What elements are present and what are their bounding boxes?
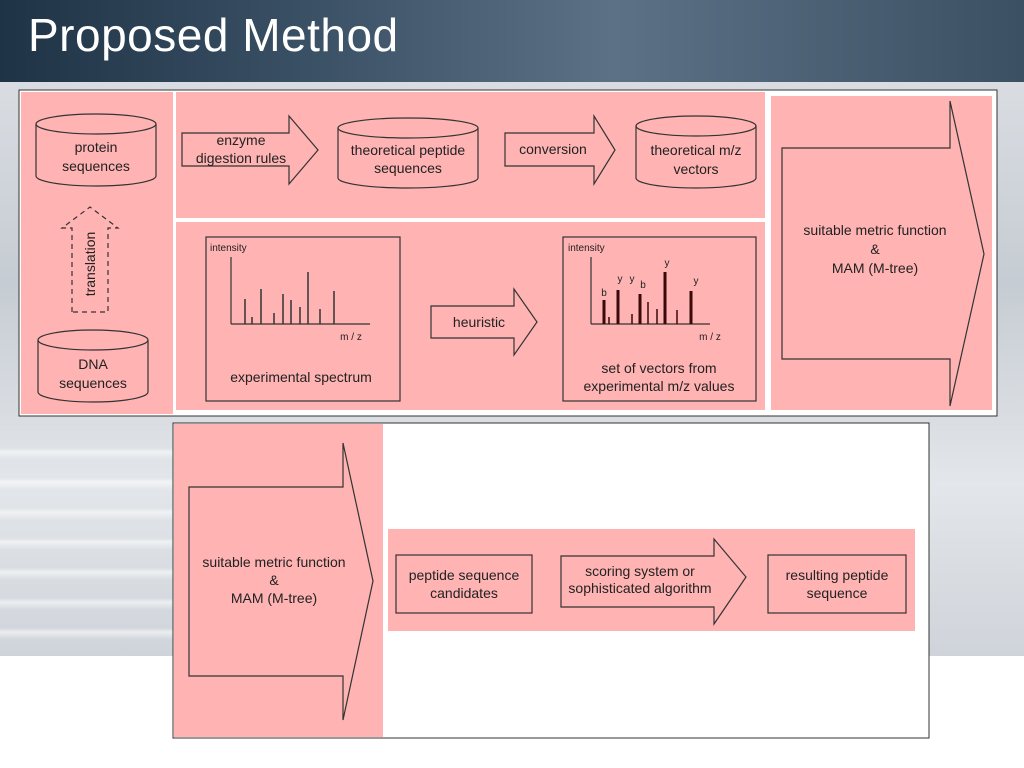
dna-sequences-database: DNA sequences bbox=[37, 329, 149, 403]
scoring-region bbox=[388, 529, 915, 631]
vector-intensity-label: intensity bbox=[568, 243, 605, 254]
metric-lower-label-3: MAM (M-tree) bbox=[231, 590, 317, 606]
vector-set-caption-2: experimental m/z values bbox=[584, 378, 735, 394]
vector-set-box: intensity b y y b y y m / z set of vecto… bbox=[562, 236, 757, 402]
protein-db-label-1: protein bbox=[75, 139, 118, 155]
result-label-2: sequence bbox=[807, 585, 868, 601]
spectrum-mz-label: m / z bbox=[340, 332, 362, 343]
metric-function-arrow-upper: suitable metric function & MAM (M-tree) bbox=[781, 100, 985, 407]
vector-mz-label: m / z bbox=[699, 332, 721, 343]
theoretical-peptide-label-1: theoretical peptide bbox=[351, 142, 466, 158]
translation-arrow: translation bbox=[60, 206, 120, 313]
theoretical-peptide-database: theoretical peptide sequences bbox=[337, 117, 479, 189]
conversion-arrow: conversion bbox=[504, 113, 616, 187]
vector-set-peaks bbox=[602, 272, 693, 324]
peak-label-y4: y bbox=[694, 276, 699, 287]
enzyme-digestion-arrow: enzyme digestion rules bbox=[181, 114, 319, 186]
theoretical-peptide-label-2: sequences bbox=[374, 160, 442, 176]
mz-vectors-label-1: theoretical m/z bbox=[650, 142, 741, 158]
spectrum-intensity-label: intensity bbox=[210, 243, 247, 254]
slide-title: Proposed Method bbox=[28, 9, 399, 61]
theoretical-mz-vectors-database: theoretical m/z vectors bbox=[635, 115, 757, 189]
translation-label: translation bbox=[82, 232, 98, 297]
enzyme-label-1: enzyme bbox=[216, 132, 265, 148]
conversion-label: conversion bbox=[519, 141, 587, 157]
dna-db-label-1: DNA bbox=[78, 356, 108, 372]
protein-sequences-database: protein sequences bbox=[35, 113, 157, 187]
experimental-spectrum-caption: experimental spectrum bbox=[230, 369, 372, 385]
experimental-spectrum-box: intensity m / z experimental spectrum bbox=[205, 236, 401, 402]
result-label-1: resulting peptide bbox=[786, 567, 889, 583]
metric-upper-label-2: & bbox=[870, 241, 880, 257]
protein-db-label-2: sequences bbox=[62, 158, 130, 174]
metric-lower-label-2: & bbox=[269, 572, 279, 588]
heuristic-label: heuristic bbox=[453, 314, 505, 330]
scoring-label-2: sophisticated algorithm bbox=[568, 580, 711, 596]
scoring-system-arrow: scoring system or sophisticated algorith… bbox=[560, 537, 747, 626]
peak-label-y1: y bbox=[618, 274, 623, 285]
theoretical-region bbox=[176, 92, 765, 218]
vector-set-caption-1: set of vectors from bbox=[601, 360, 716, 376]
peak-label-y3: y bbox=[665, 258, 670, 269]
metric-upper-label-3: MAM (M-tree) bbox=[832, 260, 918, 276]
experimental-spectrum-peaks bbox=[244, 272, 335, 324]
candidates-label-1: peptide sequence bbox=[409, 567, 520, 583]
metric-lower-label-1: suitable metric function bbox=[202, 554, 345, 570]
peak-label-y2: y bbox=[630, 274, 635, 285]
lower-metric-region bbox=[174, 424, 383, 737]
candidates-label-2: candidates bbox=[430, 585, 498, 601]
peak-label-b1: b bbox=[601, 288, 607, 299]
peak-label-b2: b bbox=[640, 280, 646, 291]
heuristic-arrow: heuristic bbox=[430, 287, 538, 357]
slide-header-band bbox=[0, 0, 1024, 82]
metric-upper-label-1: suitable metric function bbox=[803, 222, 946, 238]
enzyme-label-2: digestion rules bbox=[196, 150, 286, 166]
dna-db-label-2: sequences bbox=[59, 375, 127, 391]
peptide-candidates-box: peptide sequence candidates bbox=[395, 554, 533, 614]
mz-vectors-label-2: vectors bbox=[673, 161, 718, 177]
metric-function-arrow-lower: suitable metric function & MAM (M-tree) bbox=[188, 442, 374, 721]
scoring-label-1: scoring system or bbox=[585, 563, 695, 579]
resulting-peptide-box: resulting peptide sequence bbox=[767, 554, 907, 614]
